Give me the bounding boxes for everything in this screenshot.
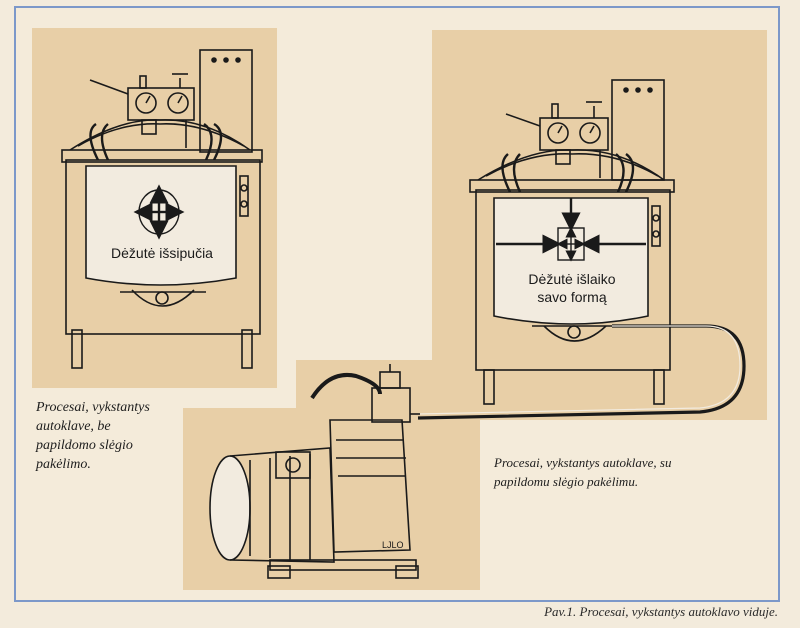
left-figure-caption: Procesai, vykstantys autoklave, be papil…: [36, 400, 150, 472]
right-figure-label-line2: savo formą: [537, 289, 606, 305]
left-autoclave: [61, 49, 263, 369]
right-figure-label-line1: Dėžutė išlaiko: [528, 271, 615, 287]
compressor: LJLO: [209, 364, 420, 579]
right-pressure-arrows: [496, 198, 646, 262]
compressor-plate-text: LJLO: [382, 540, 404, 550]
figure-caption: Pav.1. Procesai, vykstantys autoklavo vi…: [544, 604, 778, 619]
left-expansion-arrows: [133, 184, 185, 240]
right-figure-caption: Procesai, vykstantys autoklave, su papil…: [494, 455, 672, 489]
left-figure-label: Dėžutė išsipučia: [111, 245, 213, 261]
compressor-panel-top: [296, 360, 480, 410]
